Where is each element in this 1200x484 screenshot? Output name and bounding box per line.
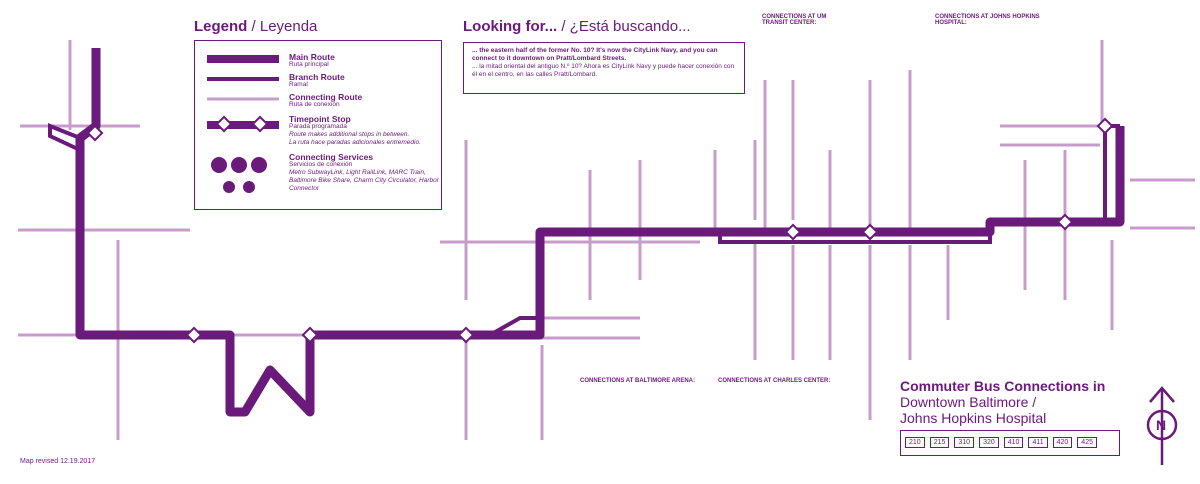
stop-H xyxy=(86,124,104,142)
commuter-route: 410 xyxy=(1003,437,1024,448)
stop-D xyxy=(784,223,802,241)
commuter-route: 310 xyxy=(954,437,975,448)
connections-um-title: CONNECTIONS AT UM TRANSIT CENTER: xyxy=(762,14,827,26)
connections-charles-title: CONNECTIONS AT CHARLES CENTER: xyxy=(718,378,831,384)
stop-B xyxy=(1056,213,1074,231)
looking-for-box: ... the eastern half of the former No. 1… xyxy=(463,42,745,94)
looking-for-title: Looking for... / ¿Está buscando... xyxy=(463,18,691,35)
stop-F xyxy=(301,326,319,344)
commuter-title: Commuter Bus Connections in Downtown Bal… xyxy=(900,378,1106,426)
commuter-route: 215 xyxy=(929,437,950,448)
main-route xyxy=(75,48,1125,417)
commuter-routes: 210 215 310 320 410 411 420 425 xyxy=(900,430,1120,456)
timepoint-markers xyxy=(86,117,1114,344)
connections-arena-title: CONNECTIONS AT BALTIMORE ARENA: xyxy=(580,378,695,384)
commuter-route: 320 xyxy=(979,437,999,448)
legend-symbols xyxy=(207,55,279,193)
north-arrow-icon xyxy=(1146,386,1178,465)
revised-date: Map revised 12.19.2017 xyxy=(20,458,96,465)
commuter-route: 425 xyxy=(1077,437,1097,448)
commuter-route: 411 xyxy=(1028,437,1048,448)
legend-title: Legend / Leyenda xyxy=(194,18,318,35)
commuter-route: 210 xyxy=(905,437,925,448)
stop-C xyxy=(861,223,879,241)
commuter-route: 420 xyxy=(1052,437,1073,448)
stop-A xyxy=(1096,117,1114,135)
stop-G xyxy=(185,326,203,344)
connections-jhh-title: CONNECTIONS AT JOHNS HOPKINS HOSPITAL: xyxy=(935,14,1040,26)
north-label: N xyxy=(1156,417,1166,433)
stop-E xyxy=(457,326,475,344)
